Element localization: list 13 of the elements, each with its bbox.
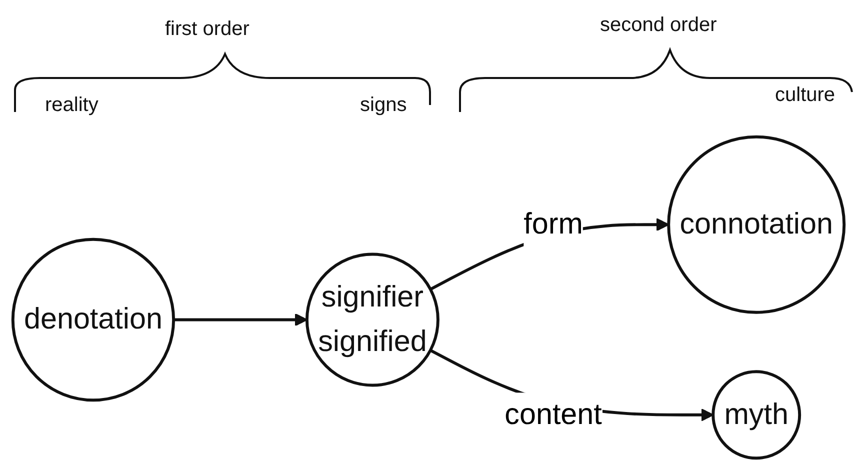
edge-label: form (523, 208, 582, 241)
category-label: signs (360, 94, 407, 117)
arrow (173, 313, 308, 326)
heading-label: second order (600, 14, 717, 37)
heading-label: first order (165, 18, 250, 41)
node-circle (10, 238, 175, 402)
edge-label: content (504, 398, 602, 432)
node-circle (666, 135, 846, 314)
diagram-drawing: form content denotation signifier signified connotation myth (0, 125, 856, 470)
node-circle (711, 370, 801, 460)
category-label: culture (775, 84, 836, 107)
node-circle (304, 252, 439, 387)
category-label: reality (45, 94, 98, 117)
